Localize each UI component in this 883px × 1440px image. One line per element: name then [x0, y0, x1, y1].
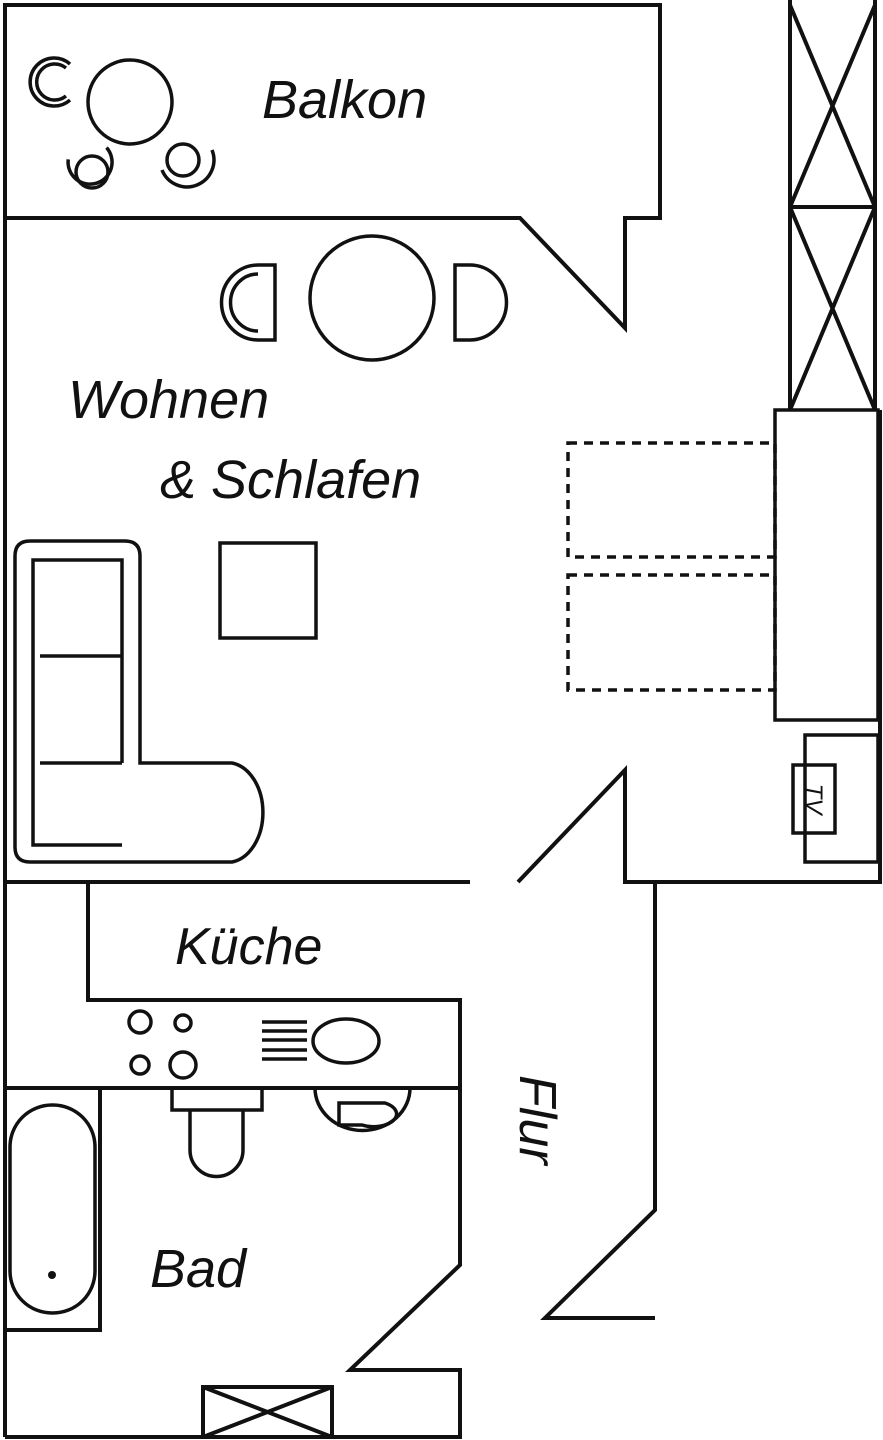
label-balkon: Balkon [262, 70, 427, 130]
bathtub-frame [5, 1088, 102, 1332]
bathtub [8, 1103, 97, 1315]
main-room-walls [5, 410, 882, 884]
room-labels: Balkon Wohnen & Schlafen Küche Flur Bad [68, 70, 566, 1299]
washbasin [313, 1087, 412, 1133]
kitchen-sink [311, 1017, 381, 1065]
balcony-chair-seat [165, 142, 201, 178]
tv-label: TV [800, 784, 827, 817]
balcony-chair [66, 146, 114, 186]
balcony-chair [28, 56, 72, 108]
label-kueche: Küche [175, 918, 322, 976]
living-furniture: TV [13, 408, 880, 864]
tv [791, 763, 837, 835]
bathroom-fixtures [5, 1086, 412, 1332]
balcony-table [86, 58, 174, 146]
dining-set [219, 234, 509, 362]
tv-cabinet [803, 733, 880, 864]
walls [3, 0, 882, 1439]
balkon-walls [3, 3, 662, 1437]
stove-burner [173, 1013, 193, 1033]
stove-burner [168, 1050, 198, 1080]
kitchen-fixtures [127, 1009, 381, 1080]
sofa [13, 539, 265, 864]
balcony-furniture [28, 56, 216, 190]
bathroom-window [201, 1385, 334, 1439]
dining-table [308, 234, 436, 362]
washbasin-bowl [337, 1101, 399, 1129]
balcony-chair [160, 149, 216, 189]
label-schlafen: & Schlafen [160, 450, 421, 510]
stove-burner [129, 1054, 151, 1076]
toilet-tank [170, 1086, 264, 1112]
balcony-chair-seat [74, 154, 110, 190]
label-bad: Bad [150, 1239, 248, 1299]
flur-walls [540, 882, 657, 1320]
wardrobe [773, 408, 880, 722]
sofa-cushions [31, 558, 124, 847]
stove-burner [127, 1009, 153, 1035]
bed-outline-top [566, 441, 777, 559]
bathtub-drain [48, 1271, 56, 1279]
bed-outline-bottom [566, 573, 777, 692]
coffee-table [218, 541, 318, 640]
label-wohnen: Wohnen [68, 370, 269, 430]
dining-chair-left [219, 263, 277, 342]
sink-drainboard [262, 1020, 307, 1061]
toilet-bowl [188, 1110, 245, 1179]
window-column [788, 0, 877, 411]
dining-chair-right [453, 263, 509, 342]
label-flur: Flur [508, 1075, 566, 1167]
